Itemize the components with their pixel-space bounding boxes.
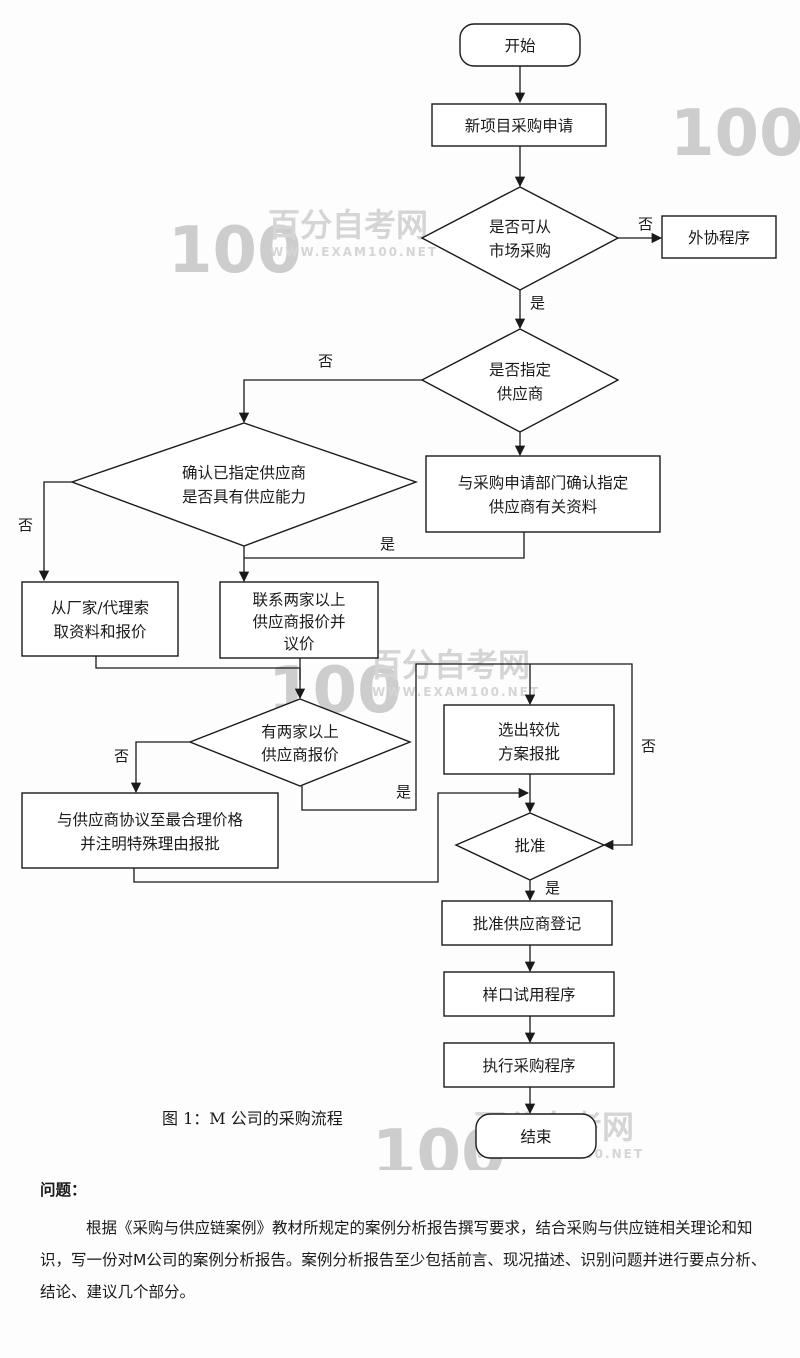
label-designated-no: 否 — [318, 352, 333, 370]
node-contact — [219, 581, 379, 659]
node-trial — [443, 971, 615, 1017]
node-contact-label-3: 议价 — [283, 635, 315, 653]
edge-negotiate-approve — [133, 787, 530, 883]
node-outsource-label: 外协程序 — [688, 229, 750, 247]
node-register — [441, 900, 613, 946]
node-register-label: 批准供应商登记 — [473, 914, 582, 933]
node-confirm-docs-label-1: 与采购申请部门确认指定 — [458, 474, 629, 492]
watermark-brand: 百分自考网 — [268, 206, 428, 244]
node-outsource — [661, 215, 777, 259]
label-market-no: 否 — [638, 215, 653, 233]
node-approve-label: 批准 — [514, 837, 545, 855]
node-select — [443, 704, 615, 775]
node-apply — [431, 103, 607, 147]
node-apply-label: 新项目采购申请 — [465, 117, 574, 135]
label-approve-yes: 是 — [545, 879, 560, 897]
question-section: 问题： 根据《采购与供应链案例》教材所规定的案例分析报告撰写要求，结合采购与供应… — [40, 1178, 770, 1308]
node-end — [475, 1113, 597, 1159]
watermark-number: 100 — [670, 97, 800, 171]
watermark-url: WWW.EXAM100.NET — [372, 685, 540, 699]
label-approve-no: 否 — [641, 737, 656, 755]
node-execute — [443, 1042, 615, 1088]
node-two-quotes-label-2: 供应商报价 — [261, 745, 339, 764]
node-select-label-1: 选出较优 — [498, 721, 560, 739]
node-designated-label-1: 是否指定 — [489, 361, 551, 379]
node-select-label-2: 方案报批 — [498, 745, 560, 763]
watermark-3: 100 百分自考网 WWW.EXAM100.NET — [268, 646, 540, 728]
node-contact-label-2: 供应商报价并 — [252, 612, 345, 631]
node-market-label-1: 是否可从 — [489, 218, 551, 236]
question-body: 根据《采购与供应链案例》教材所规定的案例分析报告撰写要求，结合采购与供应链相关理… — [40, 1219, 767, 1301]
node-designated — [420, 328, 620, 433]
node-confirm-docs-label-2: 供应商有关资料 — [489, 497, 598, 516]
label-twoquotes-no: 否 — [114, 747, 129, 765]
edge-reject-loop — [530, 663, 633, 851]
watermark-2: 100 — [670, 97, 800, 171]
watermark-url: WWW.EXAM100.NET — [270, 245, 438, 259]
label-docs-yes: 是 — [380, 535, 395, 553]
edges — [38, 66, 663, 1115]
node-approve — [454, 812, 606, 881]
edge-ability-quotes — [38, 481, 72, 582]
label-twoquotes-yes: 是 — [396, 783, 411, 801]
node-designated-label-2: 供应商 — [497, 384, 544, 403]
procurement-flowchart: 100 百分自考网 WWW.EXAM100.NET 100 100 百分自考网 … — [18, 23, 800, 1170]
node-texts: 开始 新项目采购申请 是否可从 市场采购 外协程序 是否指定 供应商 确认已指定… — [51, 37, 750, 1146]
watermark-number: 100 — [168, 214, 302, 288]
question-title: 问题： — [40, 1181, 87, 1199]
node-get-quotes-label-2: 取资料和报价 — [53, 623, 147, 641]
node-end-label: 结束 — [520, 1128, 551, 1146]
node-confirm-ability-label-2: 是否具有供应能力 — [182, 487, 306, 506]
node-trial-label: 样口试用程序 — [482, 986, 575, 1004]
edge-docs-contact — [244, 532, 525, 559]
node-market-label-2: 市场采购 — [489, 242, 551, 260]
node-negotiate-label-1: 与供应商协议至最合理价格 — [57, 810, 244, 829]
node-market — [420, 186, 620, 291]
edge-twoquotes-negotiate — [130, 741, 190, 794]
node-start-label: 开始 — [504, 37, 536, 55]
node-get-quotes-label-1: 从厂家/代理索 — [51, 599, 149, 617]
node-negotiate-label-2: 并注明特殊理由报批 — [80, 835, 220, 853]
node-two-quotes-label-1: 有两家以上 — [261, 723, 339, 741]
edge-twoquotes-select — [301, 663, 536, 811]
node-confirm-ability-label-1: 确认已指定供应商 — [182, 463, 306, 482]
node-execute-label: 执行采购程序 — [482, 1057, 575, 1075]
node-confirm-docs — [425, 455, 661, 533]
watermark-brand: 百分自考网 — [370, 646, 530, 684]
nodes — [21, 23, 777, 1159]
label-market-yes: 是 — [530, 294, 545, 312]
node-confirm-ability — [69, 422, 419, 547]
node-contact-label-1: 联系两家以上 — [252, 591, 345, 609]
edge-designated-ability — [238, 379, 422, 424]
node-start — [459, 23, 581, 67]
figure-caption: 图 1：M 公司的采购流程 — [162, 1109, 343, 1128]
label-ability-no: 否 — [18, 516, 33, 534]
watermark-1: 100 百分自考网 WWW.EXAM100.NET — [168, 206, 438, 288]
node-two-quotes — [188, 698, 412, 787]
node-get-quotes — [21, 581, 179, 657]
node-negotiate — [21, 792, 279, 869]
